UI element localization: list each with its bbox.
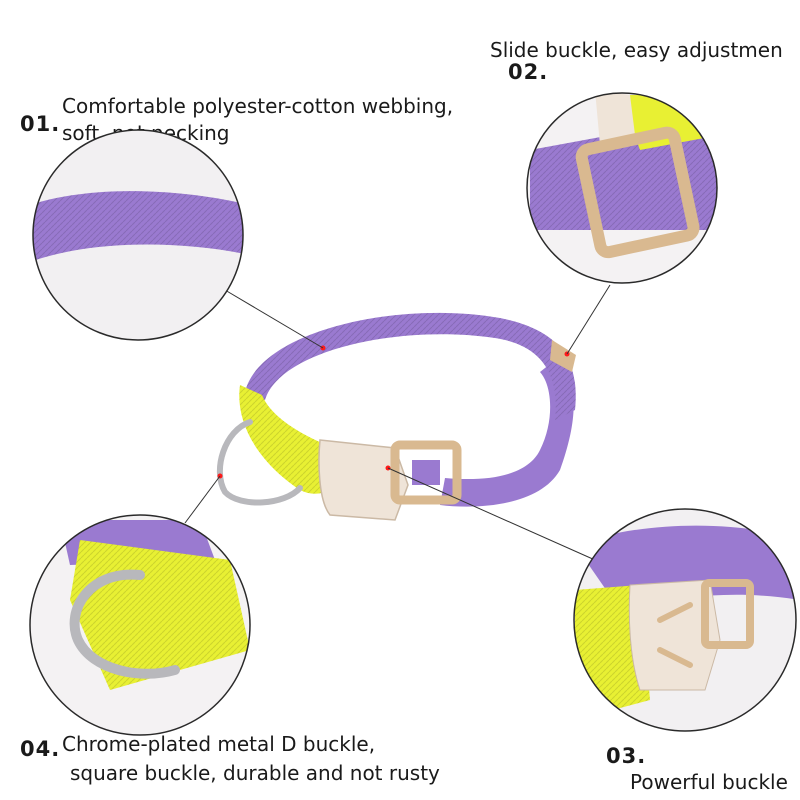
collar-slide-buckle <box>550 340 576 372</box>
callout-01-number: 01. <box>20 112 61 136</box>
leader-lines <box>184 284 611 561</box>
collar <box>216 312 576 521</box>
callout-02-number: 02. <box>508 60 549 84</box>
callout-03-number: 03. <box>606 744 647 768</box>
detail-circle-slide-buckle <box>526 92 718 284</box>
callout-04-line-2: square buckle, durable and not rusty <box>70 761 440 785</box>
detail-circle-powerful-buckle <box>573 508 797 732</box>
collar-buckle-tan <box>390 440 462 505</box>
detail-circle-d-ring <box>29 514 251 736</box>
callout-04-number: 04. <box>20 737 61 761</box>
collar-d-ring <box>216 419 303 506</box>
callout-03-line-1: Powerful buckle <box>630 770 788 794</box>
detail-circle-webbing <box>32 129 244 341</box>
callout-04-line-1: Chrome-plated metal D buckle, <box>62 732 376 756</box>
callout-02-line-1: Slide buckle, easy adjustmen <box>490 38 783 62</box>
collar-right-strap <box>440 360 574 507</box>
callout-01-line-1: Comfortable polyester-cotton webbing, <box>62 94 454 118</box>
